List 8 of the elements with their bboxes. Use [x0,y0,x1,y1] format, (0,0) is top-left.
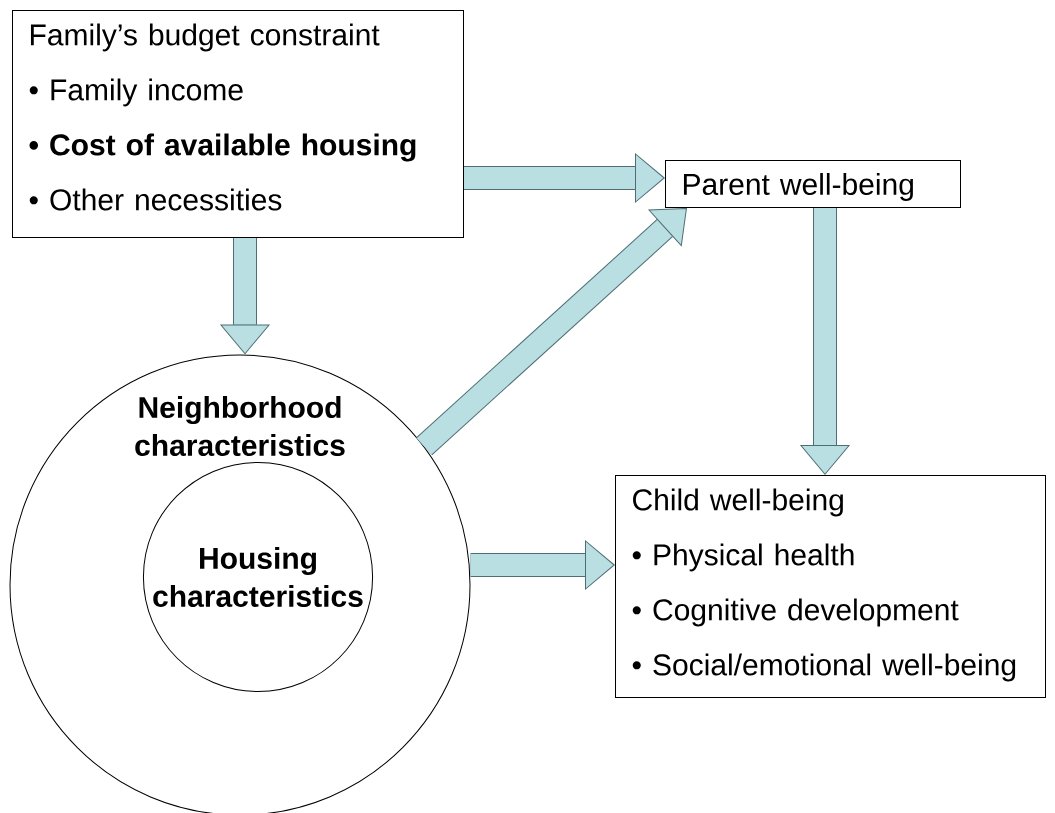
text-box: Parent well-being [665,160,961,208]
block-arrow [464,153,665,203]
block-arrow [220,238,270,355]
block-arrow [800,208,850,475]
list-box: Child well-being • Physical health • Cognitive development • Social/emotional well-being [615,475,1046,698]
block-arrow [470,540,615,590]
block-arrow [416,208,687,456]
list-box: Family’s budget constraint • Family income • Cost of available housing • Other necessities [12,10,464,238]
